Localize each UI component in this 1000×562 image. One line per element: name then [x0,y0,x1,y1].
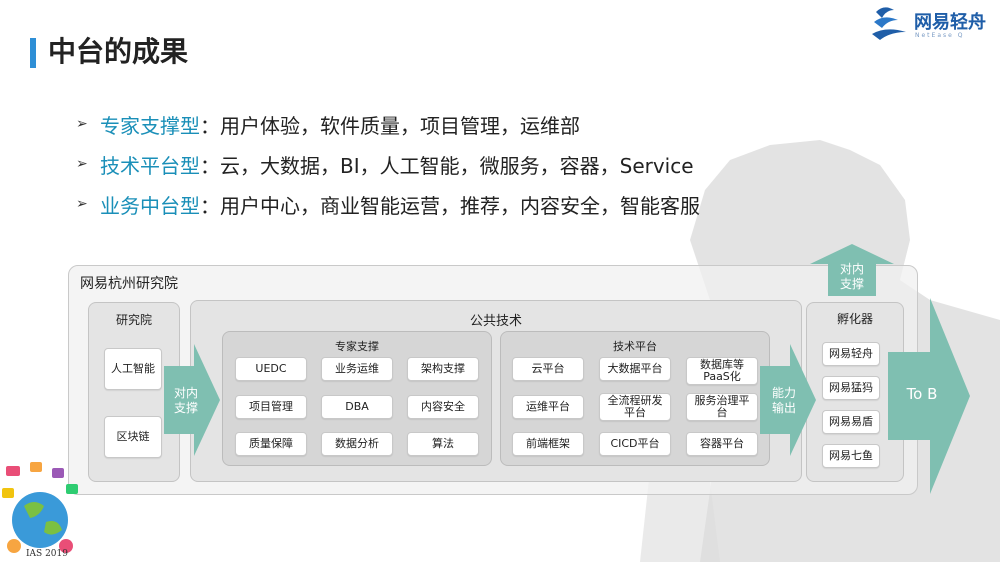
platform-item: 大数据平台 [599,357,671,381]
expert-item: UEDC [235,357,307,381]
expert-item: 项目管理 [235,395,307,419]
logo-text: 网易轻舟 [914,12,986,33]
page-title: 中台的成果 [48,35,189,68]
bullet-key: 业务中台型 [100,193,200,218]
ias-globe-logo [2,462,78,553]
bullet-item: ➢ 专家支撑型 ：用户体验，软件质量，项目管理，运维部 [76,104,700,144]
bullet-item: ➢ 技术平台型 ：云，大数据，BI，人工智能，微服务，容器，Service [76,144,700,184]
research-item: 人工智能 [104,348,162,390]
to-b-label: To B [906,385,938,403]
platform-item: 云平台 [512,357,584,381]
bullet-value: ：用户中心，商业智能运营，推荐，内容安全，智能客服 [200,193,700,218]
public-tech-title: 公共技术 [469,314,522,329]
platform-item: 前端框架 [512,432,584,456]
right-arrow-out-shape [760,344,816,456]
bullet-key: 技术平台型 [100,153,200,178]
to-b-arrow-shape [888,298,970,494]
up-arrow-shape [810,244,894,296]
expert-item: 算法 [407,432,479,456]
tech-platform-title: 技术平台 [613,340,657,353]
research-title: 研究院 [115,313,152,327]
expert-item: 架构支撑 [407,357,479,381]
expert-item: 数据分析 [321,432,393,456]
incubator-item: 网易七鱼 [822,444,880,468]
incubator-item: 网易猛犸 [822,376,880,400]
expert-item: 质量保障 [235,432,307,456]
diagram-title: 网易杭州研究院 [80,276,178,292]
platform-item: CICD平台 [599,432,671,456]
title-accent-bar [30,38,36,68]
bullet-arrow-icon: ➢ [76,156,88,172]
expert-item: 内容安全 [407,395,479,419]
right-arrow-in-shape [164,344,220,456]
expert-item: 业务运维 [321,357,393,381]
expert-support-title: 专家支撑 [335,340,379,353]
platform-item: 容器平台 [686,432,758,456]
logo-subtitle: NetEase Q [915,32,965,39]
arrow-in-label: 对内 支撑 [173,386,198,415]
bullet-item: ➢ 业务中台型 ：用户中心，商业智能运营，推荐，内容安全，智能客服 [76,184,700,224]
bullet-key: 专家支撑型 [100,113,200,138]
up-arrow-label: 对内 支撑 [839,262,864,291]
bullet-list: ➢ 专家支撑型 ：用户体验，软件质量，项目管理，运维部 ➢ 技术平台型 ：云，大… [76,104,700,224]
arrow-out-label: 能力 输出 [771,386,796,415]
netease-qingzhou-logo: 网易轻舟 NetEase Q [870,4,998,44]
bullet-value: ：云，大数据，BI，人工智能，微服务，容器，Service [200,153,694,178]
bullet-arrow-icon: ➢ [76,116,88,132]
platform-item: 服务治理平 台 [686,393,758,421]
incubator-item: 网易轻舟 [822,342,880,366]
platform-item: 运维平台 [512,395,584,419]
incubator-title: 孵化器 [836,312,873,326]
incubator-item: 网易易盾 [822,410,880,434]
bullet-value: ：用户体验，软件质量，项目管理，运维部 [200,113,580,138]
platform-item: 数据库等 PaaS化 [686,357,758,385]
expert-item: DBA [321,395,393,419]
wave-logo-icon [872,7,906,40]
bullet-arrow-icon: ➢ [76,196,88,212]
ias-event-label: IAS 2019 [26,549,68,559]
research-item: 区块链 [104,416,162,458]
platform-item: 全流程研发 平台 [599,393,671,421]
